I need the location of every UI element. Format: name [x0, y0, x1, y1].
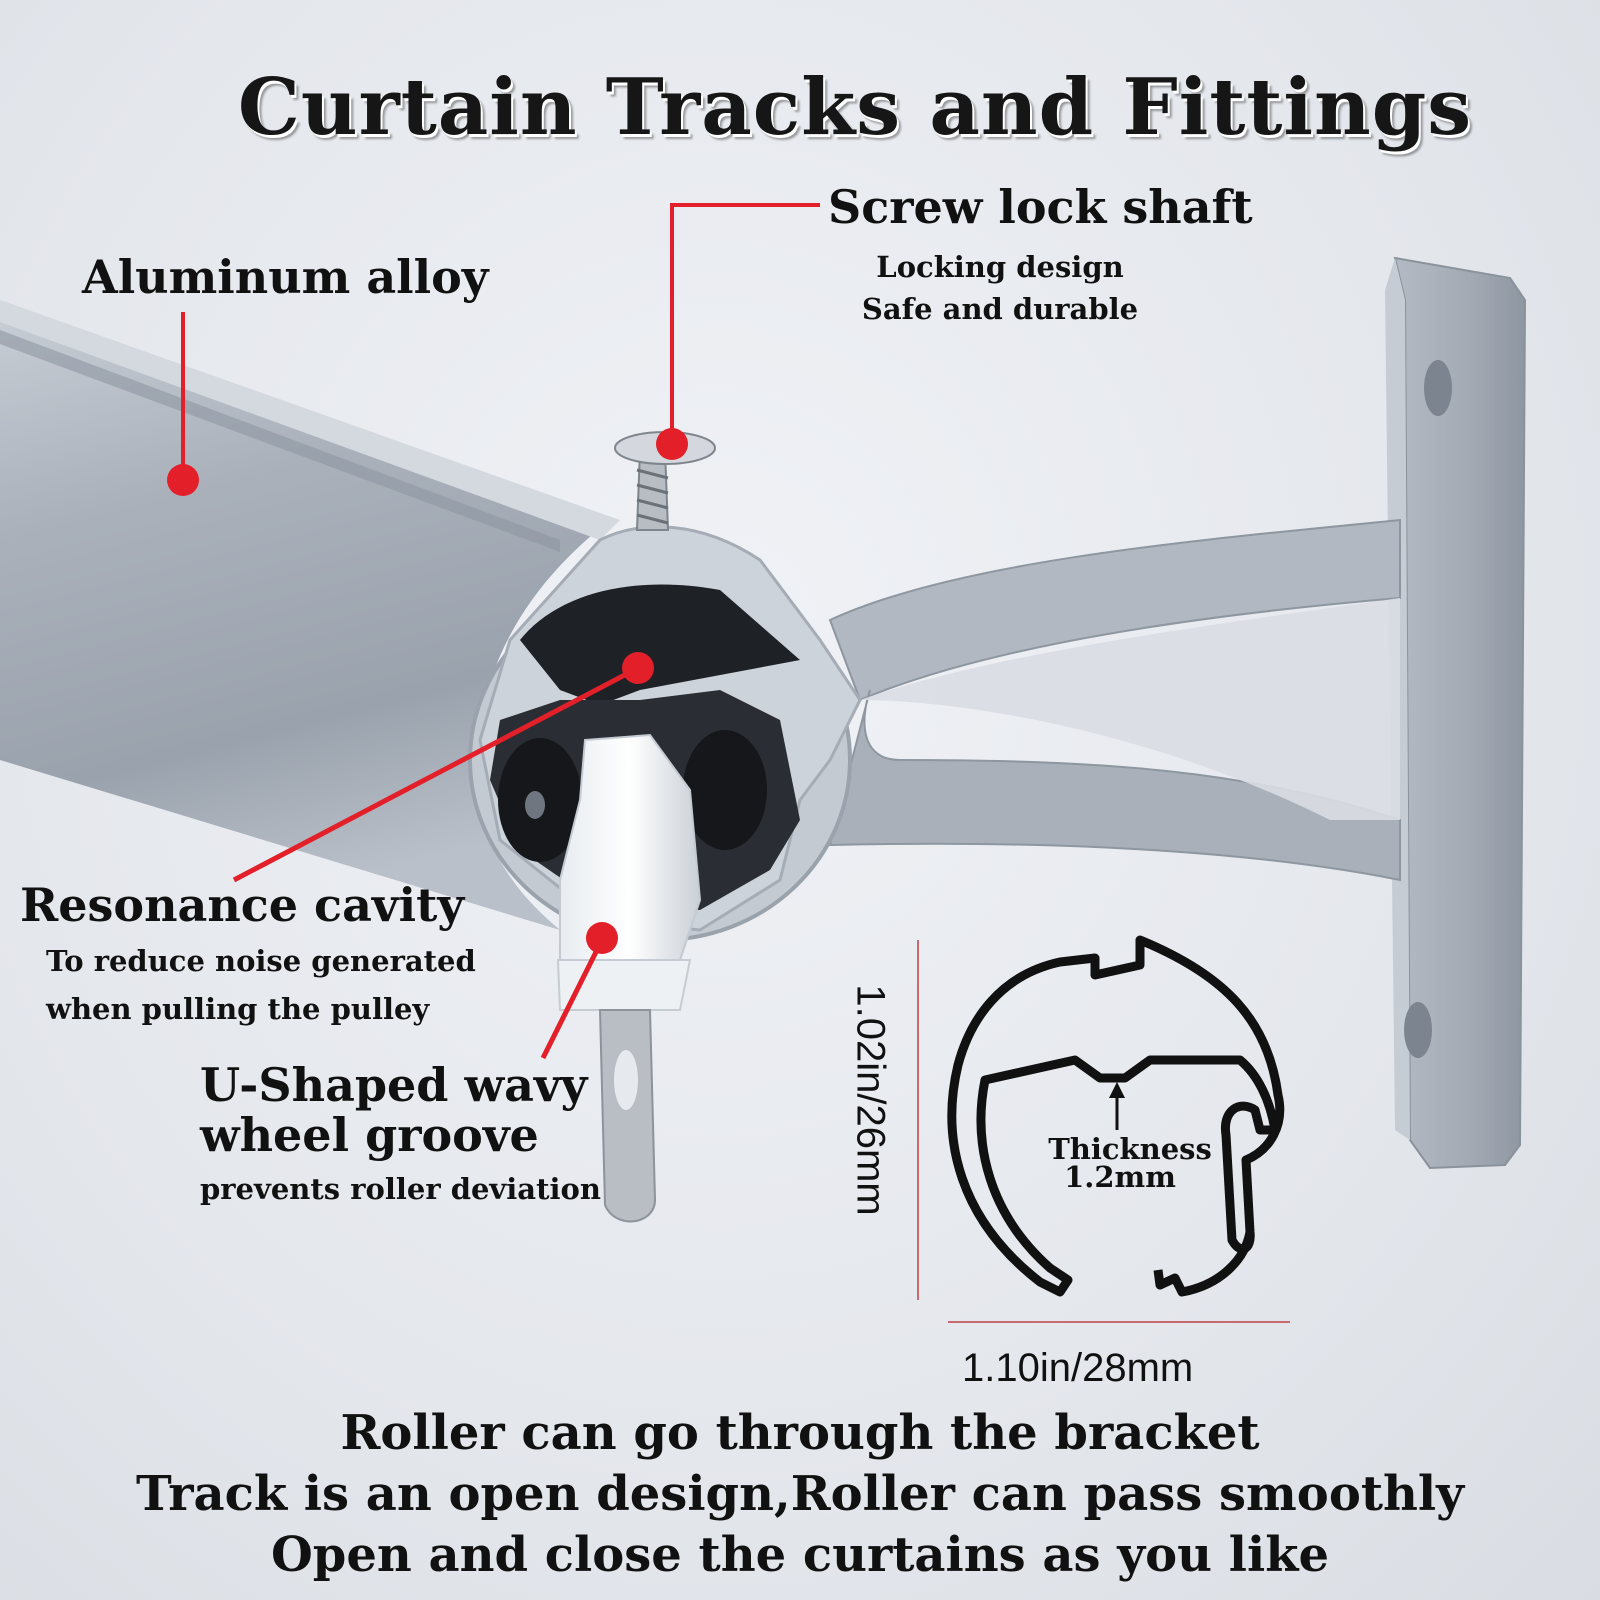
mounting-hole-top [1424, 360, 1452, 416]
resonance-cavity-desc-1: To reduce noise generated [46, 944, 476, 978]
curtain-hook-icon [598, 1009, 657, 1223]
callout-lines [167, 203, 820, 1060]
wheel-groove-label-1: U-Shaped wavy [200, 1058, 588, 1112]
resonance-cavity-desc-2: when pulling the pulley [46, 992, 430, 1026]
feature-line-2: Track is an open design,Roller can pass … [135, 1466, 1465, 1522]
thickness-label: Thickness [1048, 1132, 1212, 1166]
feature-line-3: Open and close the curtains as you like [270, 1527, 1330, 1583]
profile-width-label: 1.10in/28mm [962, 1346, 1194, 1390]
screw-lock-shaft-label: Screw lock shaft [828, 180, 1253, 234]
callout-dot-resonance [622, 652, 654, 684]
callout-dot-aluminum [167, 464, 199, 496]
aluminum-alloy-label: Aluminum alloy [82, 250, 489, 304]
track-cross-section [468, 525, 862, 1223]
callout-dot-groove [586, 922, 618, 954]
wheel-groove-label-2: wheel groove [200, 1108, 539, 1162]
wall-bracket [828, 256, 1527, 1170]
resonance-cavity-label: Resonance cavity [20, 878, 465, 932]
track-profile-diagram [917, 935, 1290, 1323]
mounting-hole-bottom [1404, 1002, 1432, 1058]
wheel-groove-desc: prevents roller deviation [200, 1172, 601, 1206]
screw-lock-desc-1: Locking design [876, 250, 1124, 284]
screw-lock-desc-2: Safe and durable [861, 292, 1139, 326]
thickness-value: 1.2mm [1064, 1160, 1176, 1194]
feature-line-1: Roller can go through the bracket [340, 1405, 1260, 1461]
page-title: Curtain Tracks and Fittings [237, 62, 1473, 153]
roller-right-icon [683, 730, 767, 850]
track-tube [0, 300, 620, 930]
profile-height-label: 1.02in/26mm [848, 984, 893, 1216]
callout-dot-screw [656, 428, 688, 460]
